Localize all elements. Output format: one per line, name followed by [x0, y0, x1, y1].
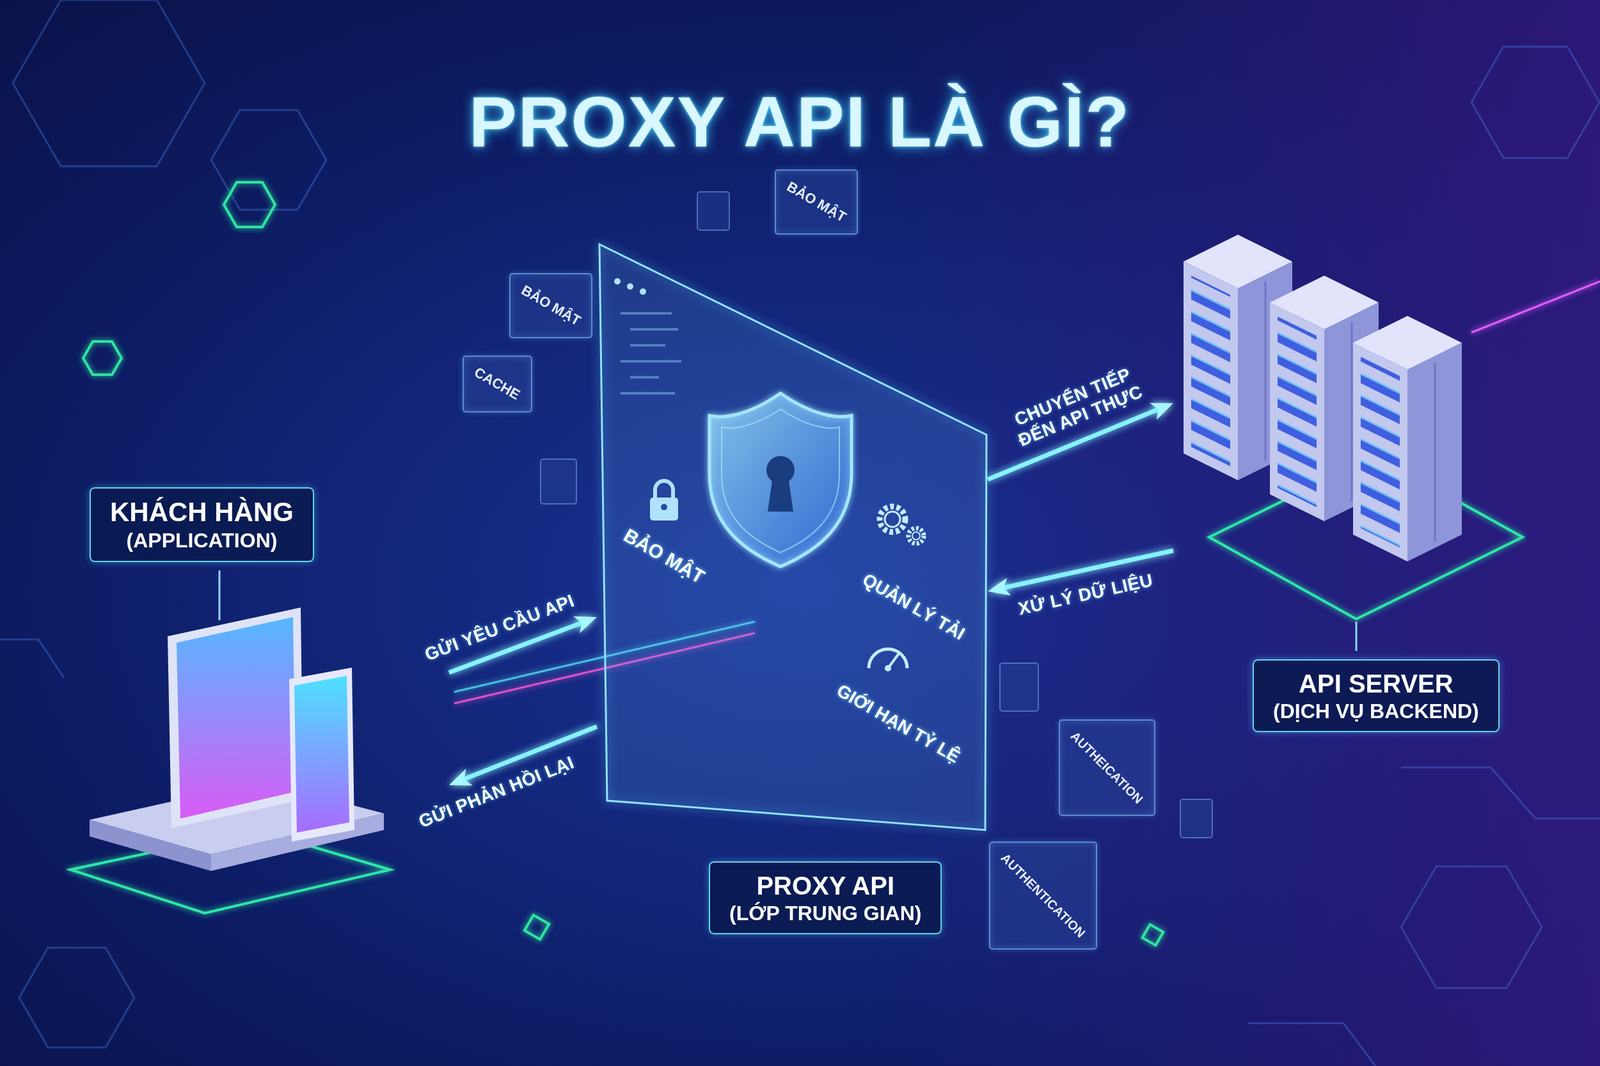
decor-tile: [540, 191, 1213, 839]
hexagon-decoration: [12, 0, 205, 167]
caption-box: PROXY API(LỚP TRUNG GIAN): [708, 861, 942, 935]
label-frame: KHÁCH HÀNG(APPLICATION): [89, 487, 315, 563]
client-device: [218, 570, 221, 621]
glow-hexagon: [524, 915, 549, 940]
server-node: API SERVER(DỊCH VỤ BACKEND): [1173, 219, 1531, 735]
feature-tile: AUTHENTICATION: [989, 841, 1098, 951]
tile-label: AUTHEICATION: [1067, 728, 1146, 807]
decor-tile: [999, 663, 1039, 712]
feature-tile: CACHE: [462, 355, 533, 413]
server-rack: [1353, 316, 1462, 370]
tile-label: CACHE: [471, 364, 523, 404]
tile-label: BẢO MẬT: [783, 178, 849, 226]
diagram-title: PROXY API LÀ GÌ?: [468, 80, 1131, 164]
decor-tile: [1180, 799, 1213, 839]
node-heading: PROXY API: [729, 870, 922, 902]
client-device: [294, 676, 350, 833]
node-heading: API SERVER: [1273, 668, 1480, 700]
server-rack: [1277, 316, 1317, 508]
client-device: [167, 607, 304, 829]
node-heading: KHÁCH HÀNG: [110, 496, 294, 529]
node-subtitle: (DỊCH VỤ BACKEND): [1273, 699, 1480, 724]
hexagon-decoration: [1401, 767, 1600, 819]
client-device: [70, 570, 391, 914]
client-node: KHÁCH HÀNG(APPLICATION): [87, 487, 450, 919]
decor-tile: [540, 459, 577, 505]
client-device: [176, 617, 296, 819]
server-rack: [1355, 621, 1358, 652]
server-rack: [1183, 261, 1238, 481]
server-rack: [1264, 281, 1267, 461]
node-subtitle: (APPLICATION): [110, 528, 294, 553]
glow-hexagon: [1142, 925, 1164, 947]
node-subtitle: (LỚP TRUNG GIAN): [729, 901, 922, 926]
server-rack: [1351, 322, 1354, 502]
feature-tile: BẢO MẬT: [774, 169, 858, 235]
decor-tile: [697, 191, 730, 231]
proxy-panel: BẢO MẬTQUẢN LÝ TẢIGIỚI HẠN TỶ LỆ: [596, 243, 988, 832]
server-rack: [1183, 234, 1523, 652]
server-rack: [1434, 362, 1437, 542]
tile-label: AUTHENTICATION: [998, 850, 1089, 942]
light-streak: [1471, 281, 1600, 333]
tile-label: BẢO MẬT: [518, 282, 584, 329]
server-rack: [1269, 275, 1379, 330]
feature-tile: AUTHEICATION: [1058, 719, 1156, 817]
server-rack: [1407, 342, 1462, 562]
client-device: [289, 667, 355, 842]
server-rack: [1353, 342, 1408, 562]
label-frame: API SERVER(DỊCH VỤ BACKEND): [1252, 659, 1500, 733]
server-rack: [1269, 302, 1325, 522]
server-rack: [1183, 234, 1293, 289]
glow-hexagon: [223, 182, 276, 228]
hexagon-decoration: [0, 639, 64, 679]
server-rack: [1360, 356, 1400, 548]
feature-tile: BẢO MẬT: [509, 273, 593, 339]
glow-hexagon: [83, 182, 1164, 946]
hexagon-decoration: [19, 948, 135, 1048]
panel-shape: [599, 244, 987, 831]
hexagon-decoration: [1401, 866, 1542, 989]
server-rack: [1191, 275, 1231, 467]
hexagon-decoration: [1471, 46, 1600, 159]
glow-hexagon: [83, 341, 122, 375]
hexagon-decoration: [1247, 1023, 1376, 1066]
server-rack: [1265, 281, 1435, 542]
